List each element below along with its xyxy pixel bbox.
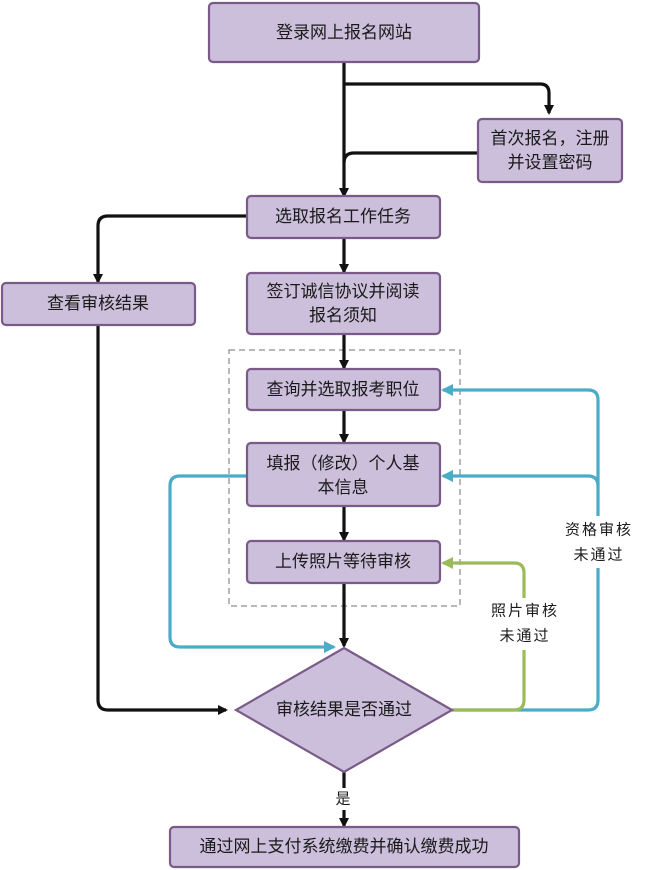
edge-check-result-to-review [96, 325, 228, 715]
node-first-register-line1: 首次报名，注册 [491, 129, 610, 149]
node-sign-agreement-line1: 签订诚信协议并阅读 [267, 282, 420, 302]
node-check-result-text: 查看审核结果 [47, 294, 149, 314]
node-first-register: 首次报名，注册 并设置密码 [476, 117, 624, 184]
node-query-position-text: 查询并选取报考职位 [267, 380, 420, 400]
node-first-register-line2: 并设置密码 [508, 153, 593, 173]
label-photo-fail-line2: 未通过 [499, 627, 550, 645]
node-pay-text: 通过网上支付系统缴费并确认缴费成功 [200, 837, 489, 857]
node-upload-photo-text: 上传照片等待审核 [275, 552, 411, 572]
node-login-text: 登录网上报名网站 [276, 23, 412, 43]
node-pay: 通过网上支付系统缴费并确认缴费成功 [168, 825, 521, 869]
node-sign-agreement: 签订诚信协议并阅读 报名须知 [245, 271, 442, 336]
node-query-position: 查询并选取报考职位 [245, 367, 442, 412]
node-review-decision-text: 审核结果是否通过 [276, 700, 412, 720]
edge-qualification-fail-to-fill [441, 470, 600, 487]
edge-fill-to-review-teal [168, 474, 336, 653]
node-fill-info: 填报（修改）个人基 本信息 [245, 441, 442, 508]
node-upload-photo: 上传照片等待审核 [245, 539, 442, 585]
node-select-task-text: 选取报名工作任务 [275, 207, 411, 227]
node-sign-agreement-line2: 报名须知 [309, 306, 377, 326]
edge-select-task-to-check-result [93, 214, 247, 284]
label-qualification-fail-line1: 资格审核 [565, 521, 633, 539]
node-check-result: 查看审核结果 [0, 281, 197, 327]
node-review-decision: 审核结果是否通过 [233, 646, 455, 774]
node-fill-info-line2: 本信息 [318, 478, 369, 498]
label-yes: 是 [335, 790, 352, 808]
edge-first-register-to-main [342, 151, 478, 164]
node-login: 登录网上报名网站 [207, 1, 481, 64]
edge-login-to-first-register [344, 82, 554, 115]
label-photo-fail-line1: 照片审核 [491, 602, 559, 620]
node-select-task: 选取报名工作任务 [245, 194, 442, 240]
node-fill-info-line1: 填报（修改）个人基 [267, 454, 420, 474]
label-qualification-fail-line2: 未通过 [573, 546, 624, 564]
